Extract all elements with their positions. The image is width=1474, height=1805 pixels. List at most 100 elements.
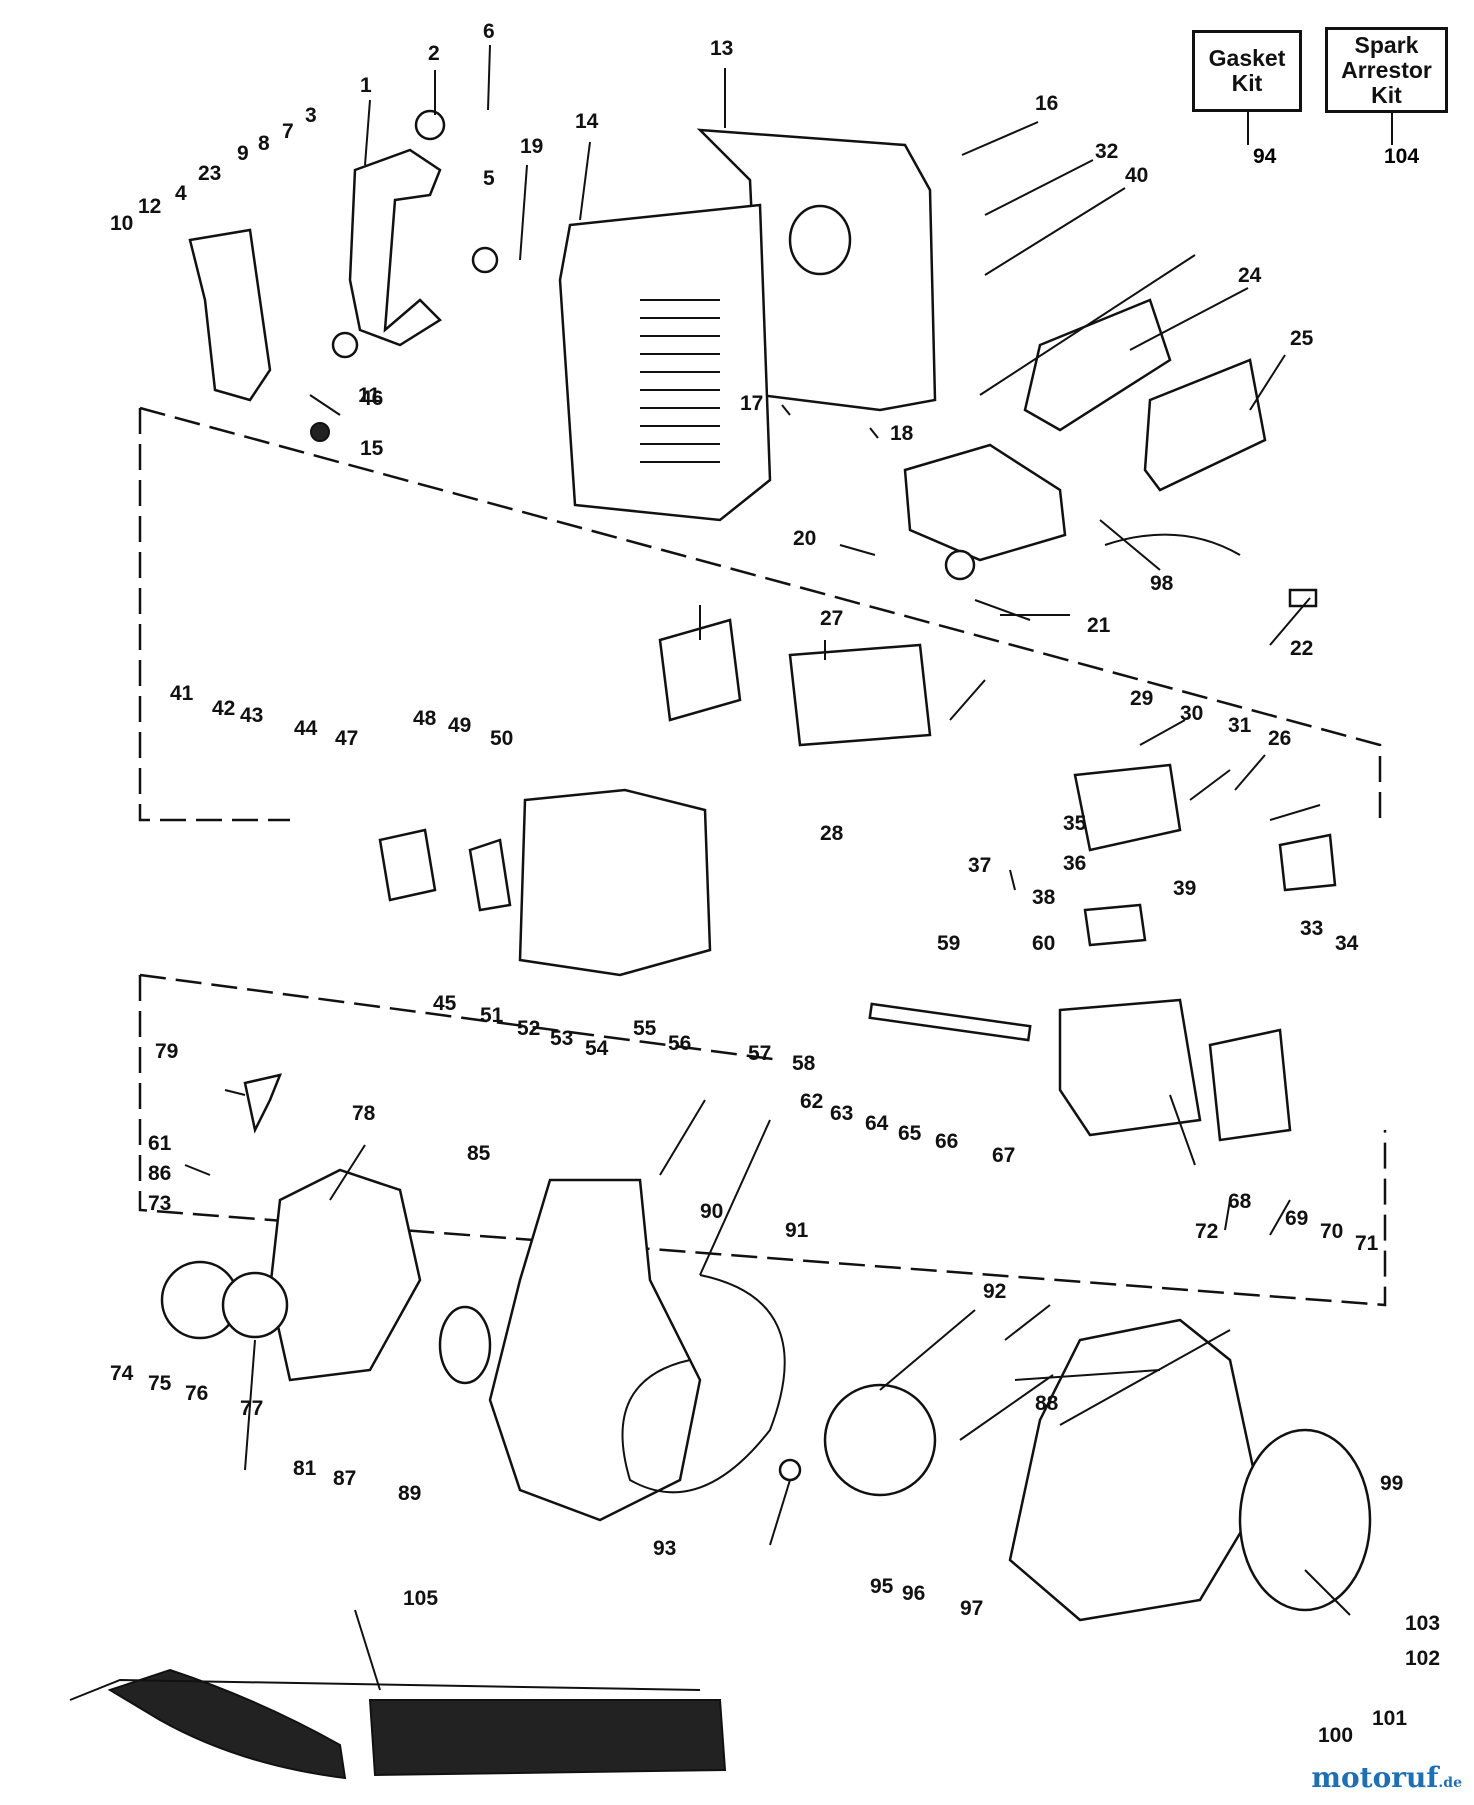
callout-11: 11 — [358, 384, 381, 407]
callout-1: 1 — [360, 74, 372, 97]
leader-lines — [184, 44, 1393, 1691]
callout-35: 35 — [1063, 812, 1087, 835]
cap-nut — [310, 422, 330, 442]
callout-54: 54 — [585, 1037, 609, 1060]
callout-96: 96 — [902, 1582, 925, 1605]
group-frames — [138, 406, 1387, 1307]
fuel-filter — [1288, 588, 1318, 608]
callout-31: 31 — [1228, 714, 1252, 737]
callout-7: 7 — [282, 120, 294, 143]
gasket-kit-label: Gasket Kit — [1208, 45, 1286, 96]
callout-72: 72 — [1195, 1220, 1218, 1243]
callout-100: 100 — [1318, 1724, 1353, 1747]
callout-66: 66 — [935, 1130, 958, 1153]
spark-arrestor-kit-ref: 104 — [1384, 145, 1420, 168]
carburetor — [378, 828, 437, 902]
lower-group-frame — [138, 975, 1387, 1307]
callout-20: 20 — [793, 527, 816, 550]
callout-43: 43 — [240, 704, 263, 727]
curved-tube — [107, 1668, 347, 1780]
inlet-cover — [1238, 1428, 1372, 1612]
callout-50: 50 — [490, 727, 513, 750]
callout-labels: 1234567891011121314151617181920212223242… — [110, 20, 1440, 1747]
crankcase — [1058, 998, 1202, 1137]
crankshaft — [868, 1002, 1032, 1042]
grommet — [414, 109, 446, 141]
callout-4: 4 — [175, 182, 187, 205]
callout-73: 73 — [148, 1192, 171, 1215]
callout-33: 33 — [1300, 917, 1323, 940]
callout-28: 28 — [820, 822, 844, 845]
callout-26: 26 — [1268, 727, 1291, 750]
callout-77: 77 — [240, 1397, 263, 1420]
callout-89: 89 — [398, 1482, 421, 1505]
callout-88: 88 — [1035, 1392, 1059, 1415]
gasket-kit-ref: 94 — [1253, 145, 1277, 168]
impeller — [823, 1383, 937, 1497]
filter-assembly — [1023, 298, 1267, 492]
callout-22: 22 — [1290, 637, 1313, 660]
callout-78: 78 — [352, 1102, 376, 1125]
callout-98: 98 — [1150, 572, 1174, 595]
callout-42: 42 — [212, 697, 235, 720]
callout-51: 51 — [480, 1004, 504, 1027]
callout-63: 63 — [830, 1102, 853, 1125]
muffler — [788, 643, 932, 747]
trigger-plate — [188, 228, 272, 402]
callout-52: 52 — [517, 1017, 540, 1040]
straight-tube — [368, 1699, 727, 1777]
tank-body — [903, 443, 1067, 562]
callout-40: 40 — [1125, 164, 1148, 187]
watermark-logo: motoruf.de — [1311, 1761, 1462, 1794]
shroud — [658, 618, 742, 722]
housing — [558, 128, 937, 522]
cylinder — [1073, 763, 1182, 852]
housing-port — [788, 204, 852, 276]
callout-62: 62 — [800, 1090, 823, 1113]
callout-23: 23 — [198, 162, 221, 185]
callout-12: 12 — [138, 195, 161, 218]
starter-handle — [243, 1073, 283, 1134]
callout-81: 81 — [293, 1457, 317, 1480]
engine-parts — [378, 618, 1337, 1142]
washer — [778, 1458, 802, 1482]
callout-69: 69 — [1285, 1207, 1308, 1230]
upper-group-frame — [138, 408, 290, 822]
callout-68: 68 — [1228, 1190, 1252, 1213]
fuel-cap — [944, 549, 976, 581]
callout-14: 14 — [575, 110, 599, 133]
callout-18: 18 — [890, 422, 914, 445]
callout-74: 74 — [110, 1362, 134, 1385]
callout-46: 46 — [360, 387, 383, 410]
callout-93: 93 — [653, 1537, 676, 1560]
callout-45: 45 — [433, 992, 457, 1015]
handle — [348, 148, 442, 347]
callout-37: 37 — [968, 854, 991, 877]
flywheel — [1208, 1028, 1292, 1142]
callout-70: 70 — [1320, 1220, 1343, 1243]
callout-97: 97 — [960, 1597, 983, 1620]
housing-half-left — [558, 203, 772, 522]
callout-61: 61 — [148, 1132, 172, 1155]
callout-53: 53 — [550, 1027, 573, 1050]
ignition-module — [1278, 833, 1337, 892]
callout-49: 49 — [448, 714, 471, 737]
callout-21: 21 — [1087, 614, 1111, 637]
callout-64: 64 — [865, 1112, 889, 1135]
callout-90: 90 — [700, 1200, 723, 1223]
callout-91: 91 — [785, 1219, 809, 1242]
callout-71: 71 — [1355, 1232, 1379, 1255]
callout-24: 24 — [1238, 264, 1262, 287]
callout-41: 41 — [170, 682, 194, 705]
fuel-line — [1104, 533, 1241, 556]
callout-10: 10 — [110, 212, 133, 235]
callout-19: 19 — [520, 135, 543, 158]
fan-housing-inner — [488, 1178, 702, 1522]
housing-vents — [640, 299, 720, 463]
callout-44: 44 — [294, 717, 318, 740]
callout-76: 76 — [185, 1382, 208, 1405]
upper-group-top-edge — [139, 406, 1382, 820]
callout-75: 75 — [148, 1372, 172, 1395]
callout-103: 103 — [1405, 1612, 1440, 1635]
